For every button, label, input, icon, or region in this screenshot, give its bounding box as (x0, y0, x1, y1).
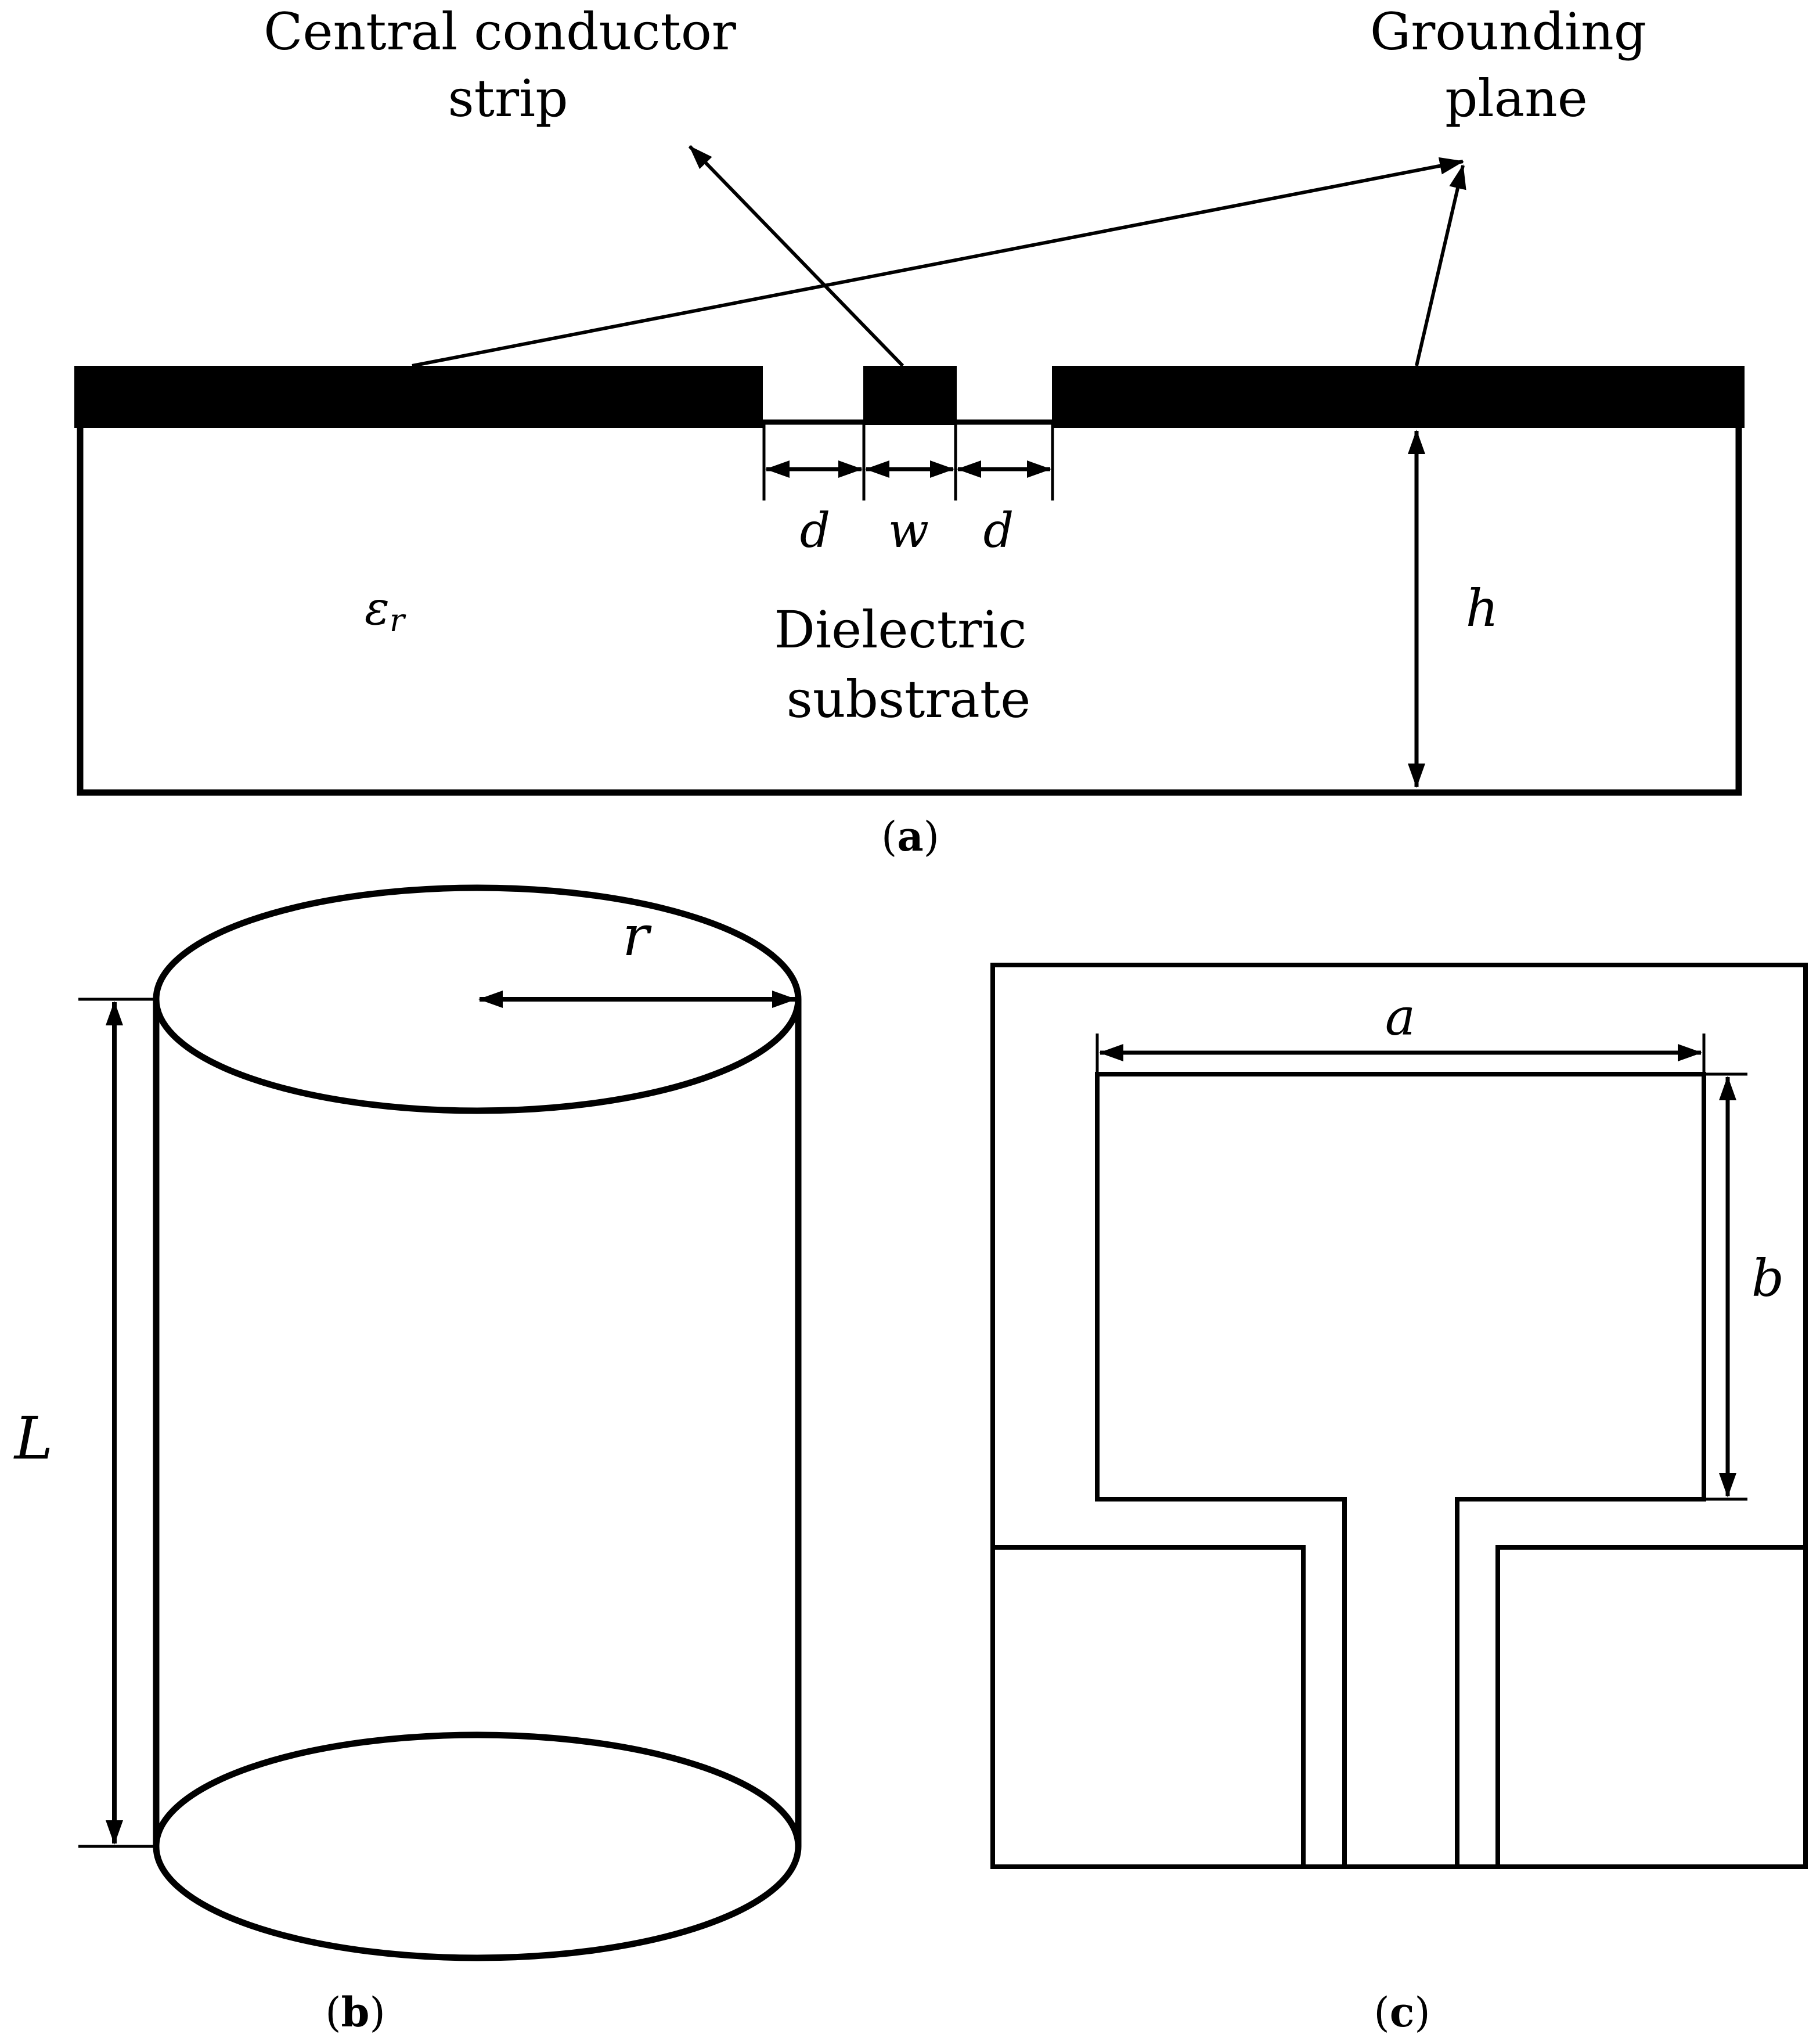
central-conductor-strip (863, 366, 957, 425)
ground-plane-right-c (1495, 1545, 1805, 1867)
dielectric-substrate (77, 419, 1742, 796)
gap-d-left-label: d (800, 503, 831, 559)
permittivity-subscript: r (390, 602, 406, 639)
patch-width-a-label: a (1385, 987, 1415, 1047)
grounding-plane-label: Grounding plane (1370, 2, 1663, 128)
panel-b-caption-letter: b (341, 1988, 370, 2036)
ground-plane-left (74, 366, 763, 428)
dielectric-substrate-label: Dielectric substrate (774, 600, 1043, 729)
gap-d-right-label: d (983, 503, 1014, 559)
length-L-label: L (13, 1405, 53, 1472)
central-conductor-strip-label: Central conductor strip (264, 2, 752, 128)
central-conductor-strip-label-line2: strip (448, 69, 568, 128)
ground-plane-right (1052, 366, 1745, 428)
panel-c: a b (c) (990, 963, 1808, 2036)
panel-a-caption-open: ( (881, 813, 897, 860)
substrate-height-h-label: h (1466, 578, 1499, 638)
ground-plane-left-callout-arrow (412, 157, 1464, 368)
grounding-plane-label-line1: Grounding (1370, 2, 1646, 62)
panel-c-caption-letter: c (1390, 1988, 1415, 2036)
cylinder-bottom-face (153, 1731, 802, 1961)
panel-b-caption-close: ) (369, 1989, 385, 2036)
substrate-board-outline (990, 963, 1808, 1869)
panel-b-caption-open: ( (325, 1989, 341, 2036)
radius-r-label: r (622, 903, 652, 968)
panel-b-caption: (b) (325, 1988, 385, 2036)
central-conductor-callout-arrow (688, 145, 904, 368)
ground-plane-left-c (993, 1545, 1306, 1867)
dielectric-substrate-label-line2: substrate (787, 669, 1031, 729)
panel-a-caption: (a) (881, 812, 939, 860)
panel-a: d w d h εr Dielectric substrate Central … (74, 2, 1745, 860)
panel-b: r L (b) (13, 884, 802, 2036)
radiating-patch-with-feed (1095, 1072, 1706, 1867)
dielectric-substrate-label-line1: Dielectric (774, 600, 1026, 660)
patch-height-b-label: b (1751, 1248, 1784, 1308)
strip-width-w-label: w (888, 503, 929, 559)
central-conductor-strip-label-line1: Central conductor (264, 2, 737, 62)
panel-c-caption-close: ) (1414, 1989, 1430, 2036)
panel-a-caption-letter: a (897, 812, 923, 860)
grounding-plane-label-line2: plane (1445, 69, 1588, 128)
permittivity-label: εr (365, 581, 406, 639)
panel-c-caption-open: ( (1374, 1989, 1389, 2036)
permittivity-symbol: ε (365, 581, 390, 635)
ground-plane-right-callout-arrow (1415, 164, 1466, 366)
panel-a-caption-close: ) (924, 813, 939, 860)
panel-c-caption: (c) (1374, 1988, 1430, 2036)
